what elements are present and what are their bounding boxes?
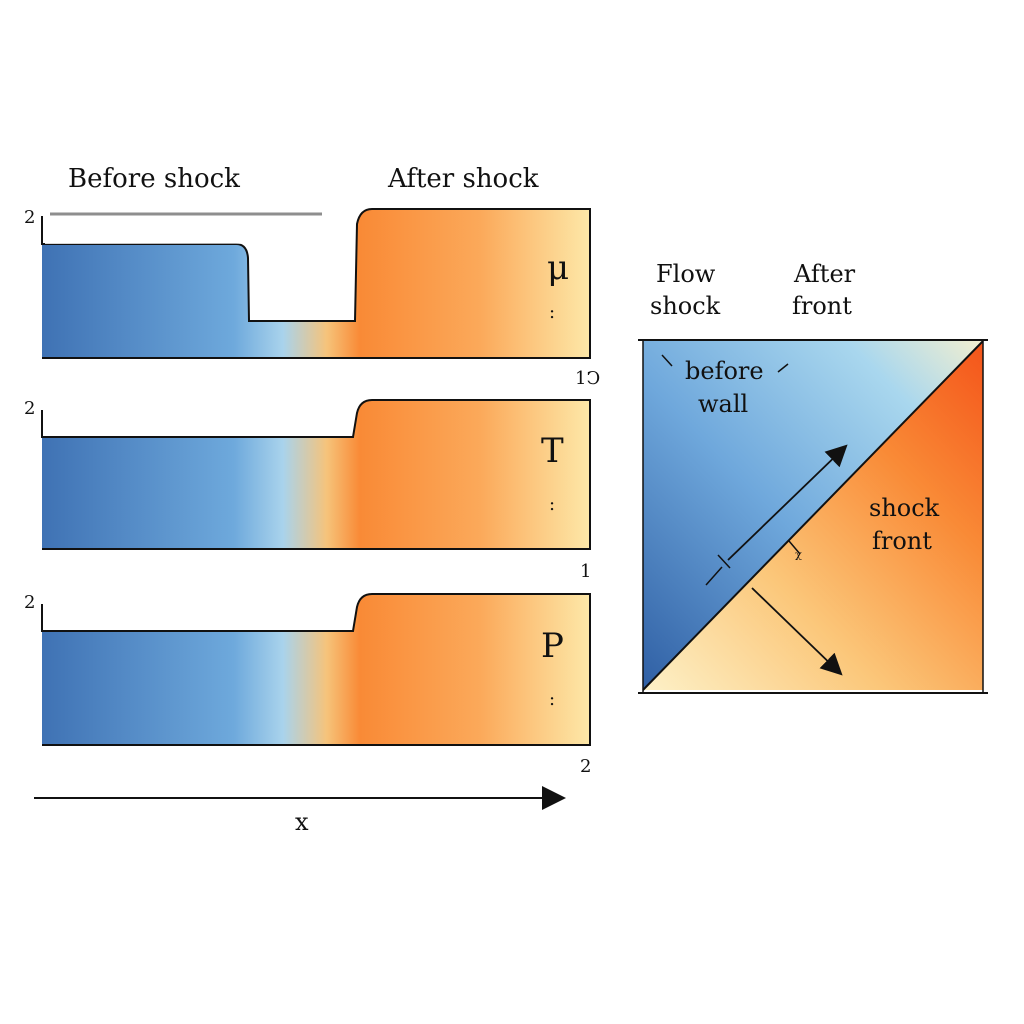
panel-p-fill [42,594,590,745]
flow-arrow-along-front [727,444,848,561]
panel-mu-fill [42,209,590,358]
header-after-shock: After shock [387,164,539,194]
header-before-shock: Before shock [68,164,240,194]
panel-mu-smudge [45,214,325,244]
panel-t-left-tick: 2 [24,398,35,419]
panel-mu-symbol: μ [547,248,569,288]
label-shock: shock [869,494,940,522]
label-wall: wall [698,390,748,418]
panel-t-fill [42,400,590,549]
x-axis-label: x [295,808,309,836]
normal-arrow [751,587,843,676]
panel-t-outline [41,399,591,550]
panel-p-outline [41,593,591,746]
shock-square: before wall shock front ᵡ [638,339,988,694]
panel-mu: μ : 2 1Ↄ [24,207,600,389]
panel-t: T : 2 1 [24,398,591,582]
panel-p-dots: : [549,689,555,710]
square-header-right-line2: front [792,292,852,320]
panel-mu-outline [41,208,591,359]
panel-p: P : 2 2 [24,592,591,777]
label-before: before [685,357,764,385]
panel-t-right-tick: 1 [580,561,591,582]
tick-mark-5 [777,363,789,373]
tick-mark-2 [705,566,723,586]
square-header-left-line2: shock [650,292,721,320]
panel-p-right-tick: 2 [580,756,591,777]
panel-mu-dots: : [549,302,555,323]
tick-mark-3 [788,540,801,555]
square-header-left-line1: Flow [656,260,716,288]
label-front: front [872,527,932,555]
panel-mu-right-tick: 1Ↄ [575,368,600,389]
tick-mark-1 [717,554,731,569]
label-mark: ᵡ [795,548,802,569]
panel-p-symbol: P [541,626,564,666]
tick-mark-4 [661,354,673,367]
square-header-right-line1: After [793,260,856,288]
panel-mu-left-tick: 2 [24,207,35,228]
panel-p-left-tick: 2 [24,592,35,613]
shock-front-line [642,340,984,691]
panel-t-symbol: T [541,431,564,471]
panel-t-dots: : [549,494,555,515]
